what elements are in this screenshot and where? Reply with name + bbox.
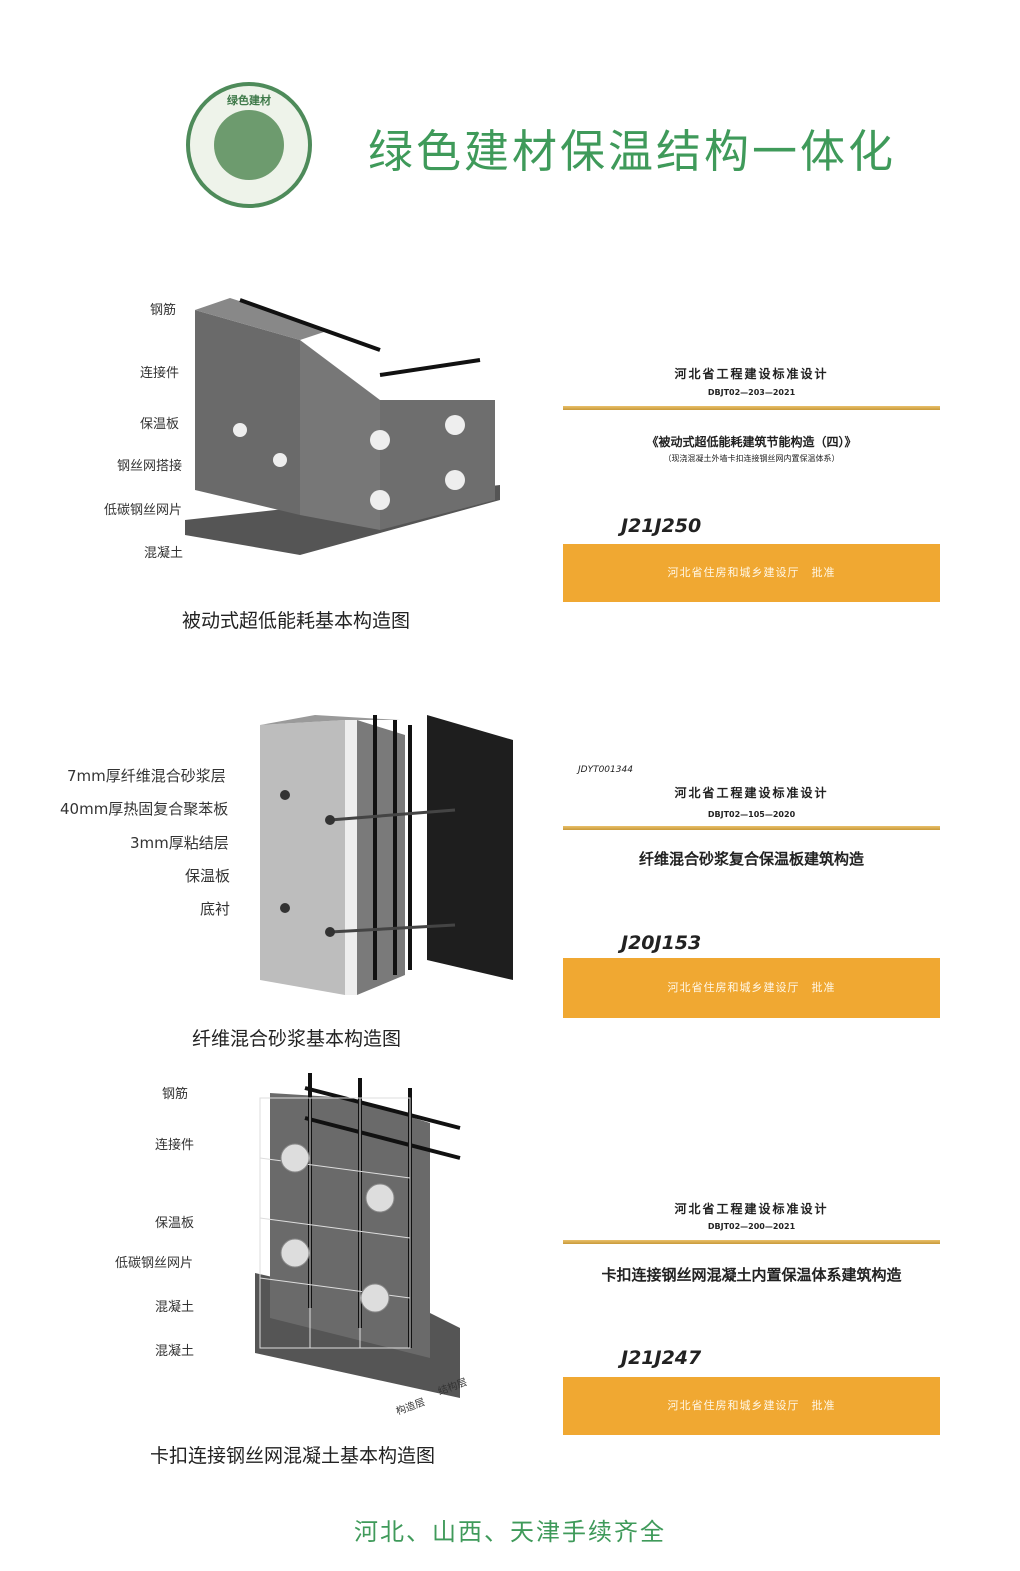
green-building-materials-logo: 绿色建材: [186, 82, 312, 208]
label-concrete: 混凝土: [144, 546, 184, 561]
doc-number: DBJT02—203—2021: [707, 388, 796, 397]
caption-snap-mesh: 卡扣连接钢丝网混凝土基本构造图: [150, 1445, 436, 1467]
caption-passive: 被动式超低能耗基本构造图: [182, 610, 411, 632]
doc-code: J21J250: [621, 515, 702, 537]
doc-approval-band: 河北省住房和城乡建设厅 批准: [563, 1377, 940, 1435]
label-concrete: 混凝土: [155, 1300, 195, 1315]
label-mesh-lap: 钢丝网搭接: [117, 459, 183, 474]
doc-code: J21J247: [621, 1347, 702, 1369]
passive-wall-diagram: [185, 298, 500, 555]
label-eps-board: 40mm厚热固复合聚苯板: [60, 800, 229, 818]
doc-approval-band: 河北省住房和城乡建设厅 批准: [563, 544, 940, 602]
label-bonding-layer: 3mm厚粘结层: [130, 834, 229, 852]
logo-text: 绿色建材: [227, 94, 271, 107]
doc-name: 《被动式超低能耗建筑节能构造（四）》: [646, 435, 857, 449]
doc-name: 卡扣连接钢丝网混凝土内置保温体系建筑构造: [601, 1266, 902, 1284]
doc-name: 纤维混合砂浆复合保温板建筑构造: [638, 850, 864, 868]
label-steel-mesh: 低碳钢丝网片: [115, 1256, 194, 1271]
doc-subtitle: （现浇混凝土外墙卡扣连接钢丝网内置保温体系）: [663, 454, 840, 463]
standard-doc-card-3: 河北省工程建设标准设计 DBJT02—200—2021 卡扣连接钢丝网混凝土内置…: [563, 1190, 940, 1435]
page-title: 绿色建材保温结构一体化: [368, 125, 897, 178]
snap-mesh-concrete-diagram: [255, 1073, 461, 1398]
doc-header: 河北省工程建设标准设计: [674, 786, 829, 800]
standard-doc-card-2: JDYT001344 河北省工程建设标准设计 DBJT02—105—2020 纤…: [563, 760, 940, 1020]
standard-doc-card-1: 河北省工程建设标准设计 DBJT02—203—2021 《被动式超低能耗建筑节能…: [563, 355, 940, 602]
label-insulation-board: 保温板: [185, 867, 231, 885]
label-connector: 连接件: [140, 366, 180, 381]
label-steel-mesh: 低碳钢丝网片: [104, 503, 183, 518]
label-concrete-2: 混凝土: [155, 1344, 195, 1359]
caption-fiber-mortar: 纤维混合砂浆基本构造图: [192, 1028, 402, 1050]
label-rebar: 钢筋: [150, 303, 177, 318]
label-insulation-board: 保温板: [155, 1216, 195, 1231]
doc-header: 河北省工程建设标准设计: [674, 367, 829, 381]
doc-code: J20J153: [621, 932, 702, 954]
label-connector: 连接件: [155, 1138, 195, 1153]
doc-approval-band: 河北省住房和城乡建设厅 批准: [563, 958, 940, 1018]
footer-note: 河北、山西、天津手续齐全: [354, 1518, 666, 1546]
label-mortar-layer: 7mm厚纤维混合砂浆层: [67, 767, 226, 785]
doc-number: DBJT02—105—2020: [707, 810, 796, 819]
handwritten-note: JDYT001344: [578, 765, 633, 775]
label-rebar: 钢筋: [162, 1087, 189, 1102]
fiber-mortar-diagram: [260, 715, 513, 995]
label-backing: 底衬: [200, 900, 231, 918]
doc-number: DBJT02—200—2021: [707, 1222, 796, 1231]
label-insulation-board: 保温板: [140, 417, 180, 432]
logo-emblem: [214, 110, 284, 180]
doc-header: 河北省工程建设标准设计: [674, 1202, 829, 1216]
